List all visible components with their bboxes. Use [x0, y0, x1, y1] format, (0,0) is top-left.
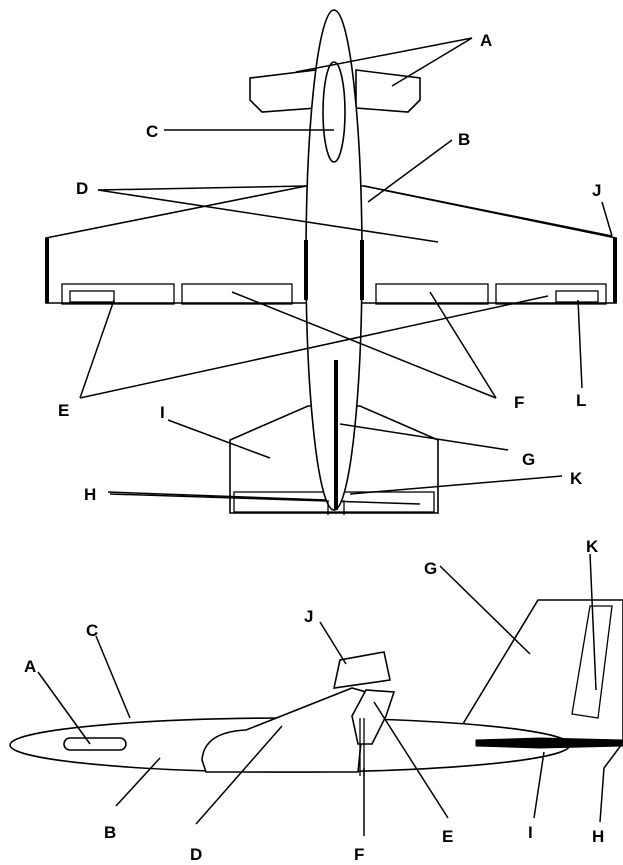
side-view: A B C D E F G H I J K: [9, 537, 623, 864]
top-label-e: E: [58, 401, 69, 420]
top-aileron-tab-right: [555, 290, 599, 303]
top-label-h: H: [84, 485, 96, 504]
top-label-b: B: [458, 130, 470, 149]
top-label-f: F: [514, 393, 524, 412]
top-label-h-line: [107, 491, 327, 501]
top-label-d: D: [76, 179, 88, 198]
top-canopy: [322, 61, 346, 163]
top-label-a: A: [480, 31, 492, 50]
side-horizontal-stabilizer: [475, 737, 623, 749]
side-window: [63, 737, 127, 751]
side-label-i: I: [528, 823, 533, 842]
top-label-k: K: [570, 469, 583, 488]
top-label-l: L: [576, 391, 586, 410]
side-vertical-fin: [450, 599, 623, 743]
top-view: A B C D E F G H I J K L: [45, 9, 617, 515]
side-label-d: D: [190, 845, 202, 864]
side-label-h: H: [592, 827, 604, 846]
side-aileron: [351, 689, 396, 745]
top-flap-right: [375, 283, 489, 305]
top-canard-left: [249, 69, 317, 113]
side-label-f: F: [354, 845, 364, 864]
top-label-i: I: [160, 403, 165, 422]
side-label-b: B: [104, 823, 116, 842]
top-leader-lines: [79, 37, 613, 495]
top-label-g: G: [522, 450, 535, 469]
side-leader-lines: [37, 553, 623, 836]
side-label-e: E: [442, 827, 453, 846]
top-label-j: J: [592, 181, 601, 200]
side-label-k: K: [586, 537, 599, 556]
side-label-g: G: [424, 559, 437, 578]
top-aileron-left: [61, 283, 175, 305]
side-label-j: J: [304, 607, 313, 626]
side-label-a: A: [24, 657, 36, 676]
top-canard-right: [355, 69, 421, 113]
top-aileron-tab-left: [69, 290, 115, 303]
top-label-c: C: [146, 122, 158, 141]
top-aileron-right: [495, 283, 607, 305]
side-label-c: C: [86, 621, 98, 640]
side-rudder: [571, 605, 613, 719]
top-flap-left: [181, 283, 293, 305]
side-wingtip-plate: [332, 651, 391, 689]
